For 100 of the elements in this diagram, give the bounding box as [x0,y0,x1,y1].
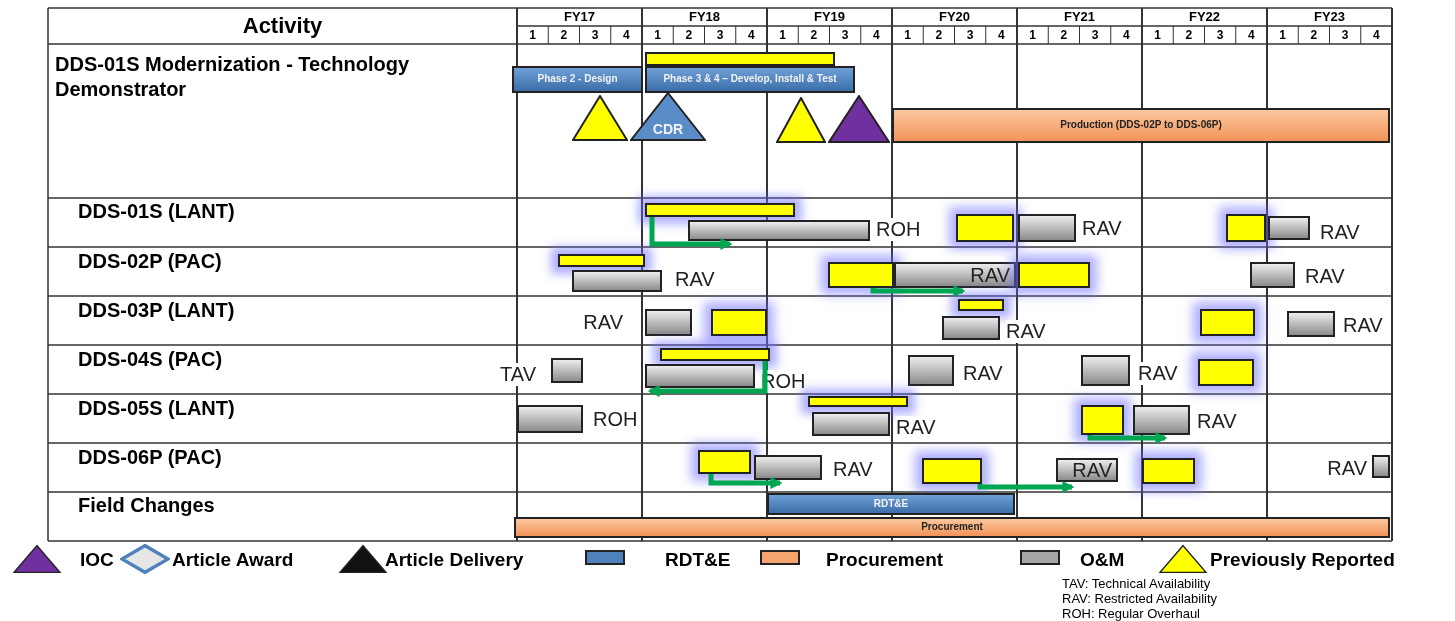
quarter-header: 3 [1215,28,1225,42]
arrow [977,481,1075,493]
previous-schedule-bar [645,52,835,66]
quarter-header: 2 [809,28,819,42]
row-label: DDS-03P (LANT) [78,299,235,322]
legend-label: RDT&E [665,549,731,571]
quarter-header: 2 [684,28,694,42]
maintenance-bar [1268,216,1310,240]
maintenance-bar [1081,355,1130,386]
fiscal-year-header: FY17 [562,9,597,24]
row-label: DDS-01S Modernization - Technology Demonstrator [55,52,411,102]
quarter-header: 2 [1184,28,1194,42]
maintenance-bar [645,309,692,336]
quarter-header: 3 [1340,28,1350,42]
fiscal-year-header: FY23 [1312,9,1347,24]
fiscal-year-header: FY20 [937,9,972,24]
quarter-header: 3 [590,28,600,42]
row-label: DDS-02P (PAC) [78,250,222,273]
availability-label: RAV [1006,320,1046,343]
arrow [649,217,733,250]
arrow [870,285,966,297]
milestone-triangle: CDR [630,92,706,141]
arrow [1087,432,1168,444]
quarter-header: 4 [747,28,756,42]
quarter-header: 3 [840,28,850,42]
note-text: TAV: Technical Availability [1062,576,1211,591]
legend-label: Previously Reported [1210,549,1395,571]
row-label: Field Changes [78,494,215,517]
maintenance-bar [1287,311,1335,337]
previous-schedule-bar [1018,262,1090,288]
quarter-header: 3 [715,28,725,42]
legend-label: Article Award [172,549,294,571]
previous-schedule-bar [1142,458,1195,484]
phase-bar: RDT&E [767,493,1015,515]
previous-schedule-bar [922,458,982,484]
arrow [647,361,768,397]
maintenance-bar [1018,214,1076,242]
previous-schedule-bar [711,309,767,336]
previous-schedule-bar [558,254,645,267]
quarter-header: 1 [778,28,787,42]
maintenance-bar [1133,405,1190,435]
legend-label: IOC [80,549,114,571]
quarter-header: 4 [1247,28,1256,42]
maintenance-bar [908,355,954,386]
availability-label: ROH [876,218,921,241]
quarter-header: 2 [559,28,569,42]
row-label: DDS-01S (LANT) [78,200,235,223]
quarter-header: 3 [965,28,975,42]
quarter-header: 1 [1278,28,1287,42]
phase-bar: Production (DDS-02P to DDS-06P) [892,108,1390,143]
legend-label: O&M [1080,549,1125,571]
previous-schedule-bar [958,299,1004,311]
milestone-triangle [572,95,628,141]
quarter-header: 3 [1090,28,1100,42]
phase-bar: Phase 2 - Design [512,66,643,93]
previous-schedule-bar [645,203,795,217]
quarter-header: 4 [997,28,1006,42]
fiscal-year-header: FY21 [1062,9,1097,24]
availability-label: TAV [500,363,536,386]
quarter-header: 1 [1153,28,1162,42]
quarter-header: 1 [528,28,537,42]
previous-schedule-bar [828,262,894,288]
previous-schedule-bar [808,396,908,407]
maintenance-bar: RAV [1056,458,1118,482]
row-label: DDS-05S (LANT) [78,397,235,420]
note-text: ROH: Regular Overhaul [1062,606,1200,621]
maintenance-bar [688,220,870,241]
availability-label: RAV [1138,362,1178,385]
maintenance-bar [645,364,755,388]
previous-schedule-bar [1198,359,1254,386]
quarter-header: 4 [1372,28,1381,42]
quarter-header: 1 [1028,28,1037,42]
maintenance-bar [517,405,583,433]
maintenance-bar [754,455,822,480]
arrow [708,474,783,489]
previous-schedule-bar [1226,214,1266,242]
phase-bar: Phase 3 & 4 – Develop, Install & Test [645,66,855,93]
quarter-header: 2 [1309,28,1319,42]
maintenance-bar [551,358,583,383]
fiscal-year-header: FY18 [687,9,722,24]
row-label: DDS-06P (PAC) [78,446,222,469]
maintenance-bar [942,316,1000,340]
previous-schedule-bar [660,348,770,361]
quarter-header: 1 [653,28,662,42]
quarter-header: 2 [1059,28,1069,42]
quarter-header: 4 [872,28,881,42]
legend-label: Procurement [826,549,944,571]
maintenance-bar [572,270,662,292]
fiscal-year-header: FY19 [812,9,847,24]
maintenance-bar [1372,455,1390,478]
column-header: Activity [241,12,324,40]
previous-schedule-bar [1081,405,1124,435]
previous-schedule-bar [698,450,751,474]
row-label: DDS-04S (PAC) [78,348,223,371]
legend-label: Article Delivery [385,549,524,571]
quarter-header: 4 [1122,28,1131,42]
maintenance-bar [812,412,890,436]
quarter-header: 1 [903,28,912,42]
quarter-header: 4 [622,28,631,42]
quarter-header: 2 [934,28,944,42]
